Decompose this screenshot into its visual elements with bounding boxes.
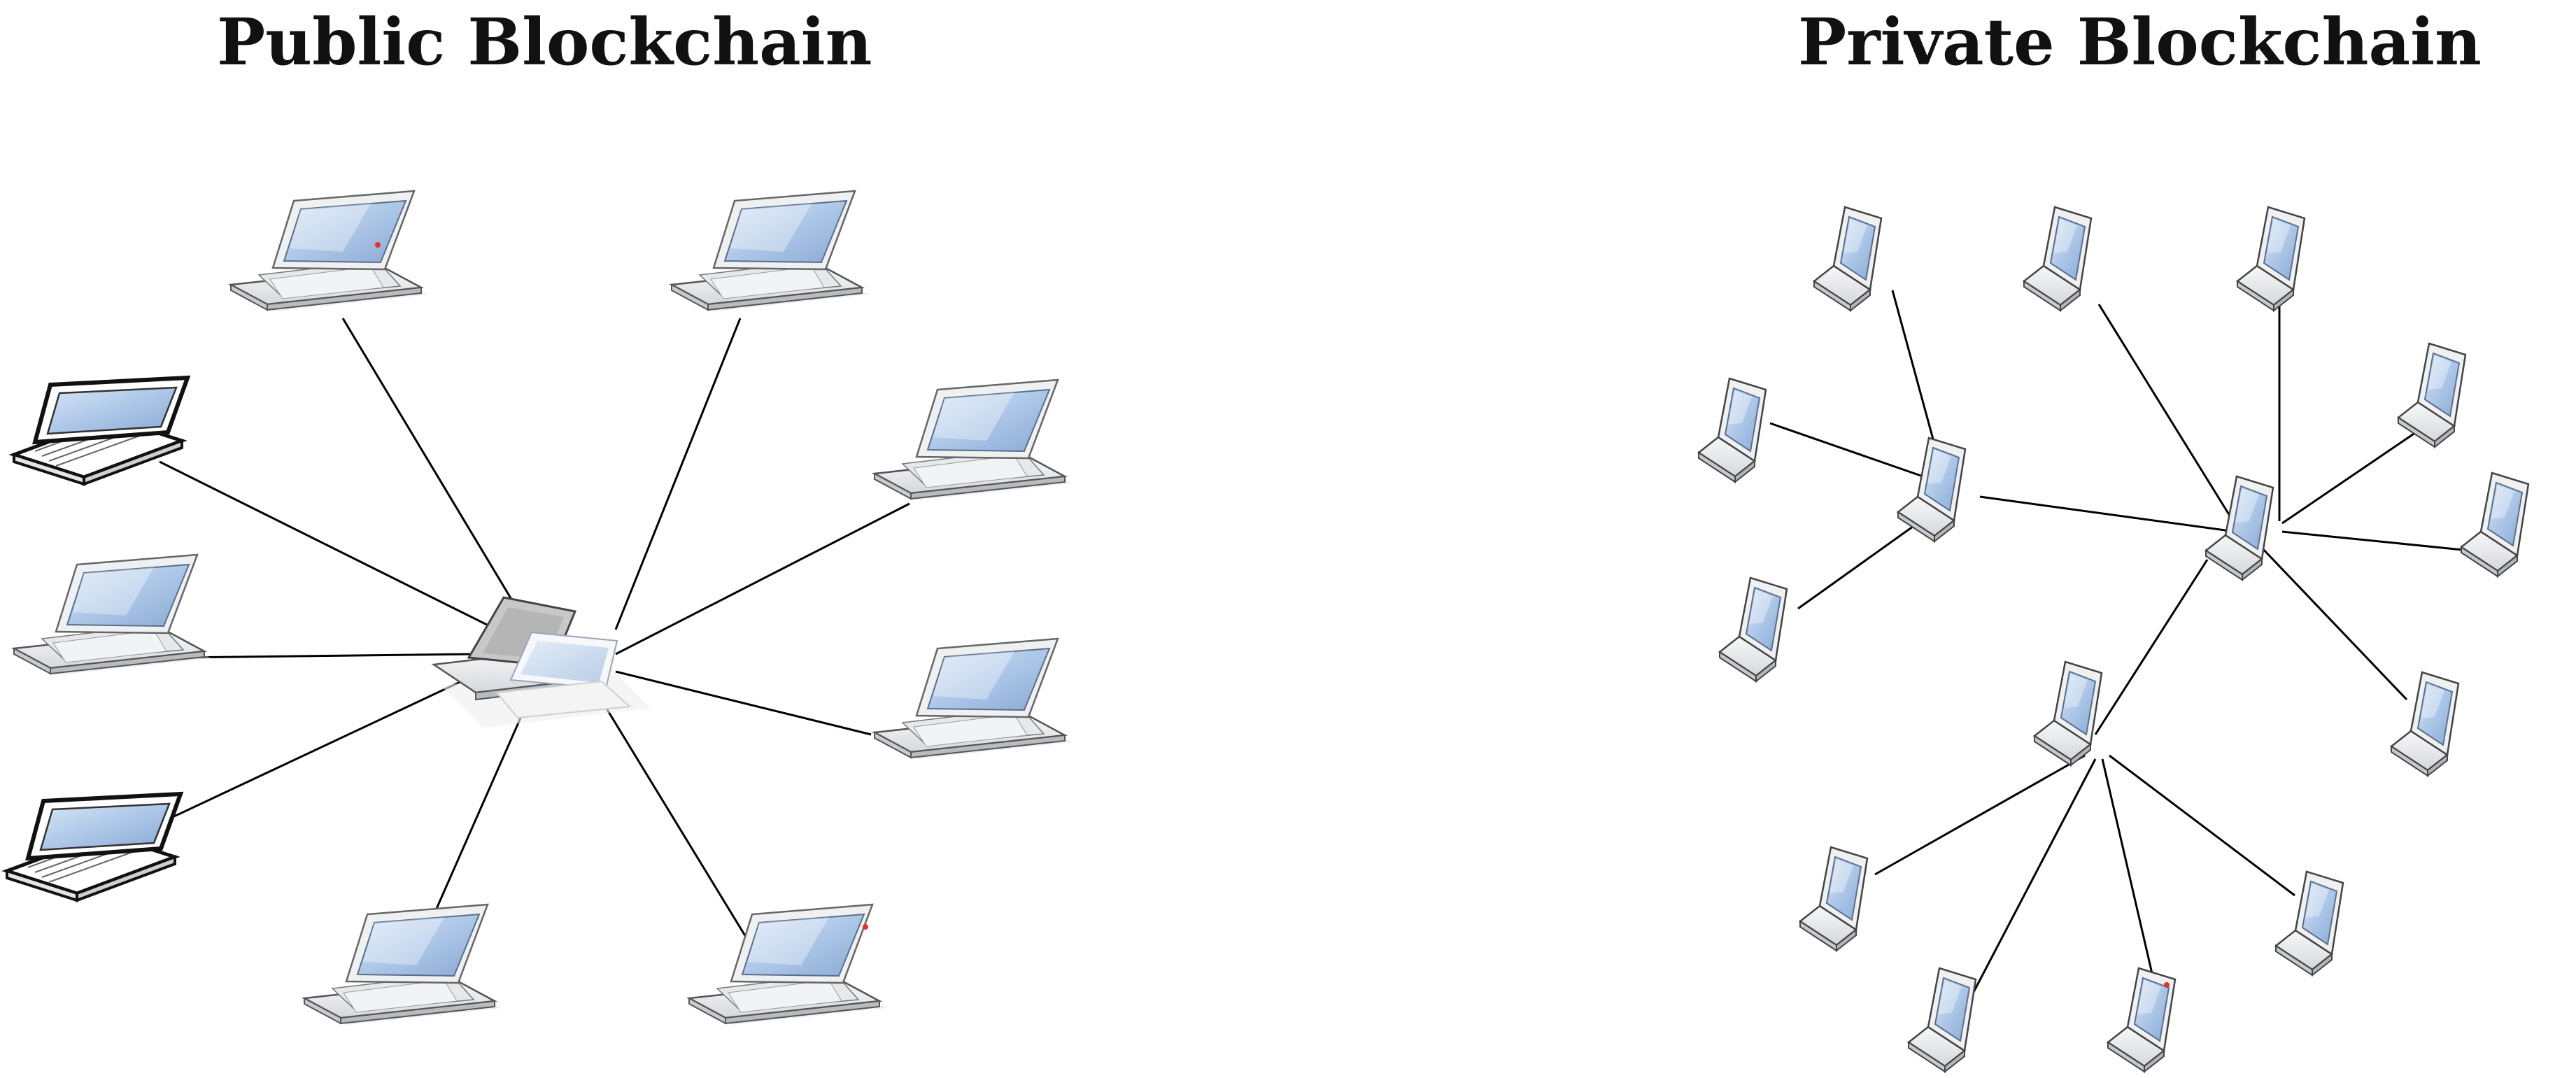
- private-node: [1799, 846, 1869, 952]
- public-node-bottom: [303, 903, 503, 1026]
- public-node-top-right: [670, 190, 870, 313]
- private-node: [1718, 576, 1788, 683]
- private-nodes: [1697, 206, 2530, 1073]
- public-nodes: [7, 190, 1073, 1026]
- public-central-hub: [432, 596, 652, 729]
- status-dot-icon: [863, 924, 868, 930]
- private-node: [2023, 206, 2093, 312]
- private-node: [2107, 967, 2177, 1073]
- private-hub-left: [1897, 437, 1967, 543]
- status-dot-icon: [2164, 982, 2170, 988]
- private-edges: [1769, 290, 2491, 994]
- status-dot-icon: [375, 242, 381, 248]
- private-hub-bottom: [2033, 660, 2103, 767]
- public-node-bottom-right: [688, 903, 888, 1026]
- public-edges: [139, 318, 910, 987]
- private-node: [1697, 377, 1767, 483]
- public-blockchain-title: Public Blockchain: [217, 4, 872, 80]
- public-node-upper-right: [873, 378, 1073, 502]
- private-node: [2397, 342, 2467, 448]
- private-node: [2274, 870, 2344, 977]
- public-node-right: [873, 637, 1073, 760]
- public-node-left: [13, 553, 213, 676]
- private-node: [2390, 671, 2460, 777]
- private-node: [2236, 206, 2306, 312]
- public-node-top-left: [229, 190, 430, 313]
- public-node-black-upper: [14, 378, 187, 484]
- private-node: [1907, 967, 1977, 1073]
- public-node-black-lower: [7, 794, 181, 900]
- private-node: [2460, 471, 2530, 578]
- private-node: [1813, 206, 1883, 312]
